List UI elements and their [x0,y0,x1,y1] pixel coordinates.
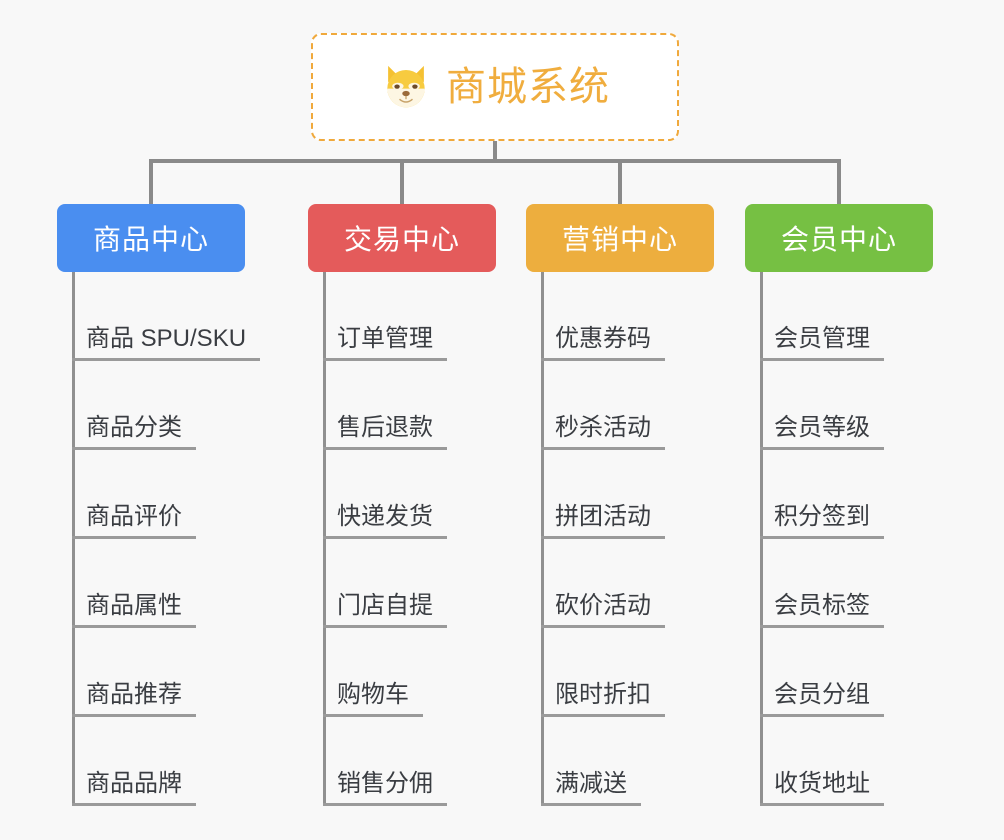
leaf-item[interactable]: 快递发货 [323,450,447,539]
leaf-label: 商品品牌 [72,770,196,806]
leaf-list-2: 订单管理 售后退款 快递发货 门店自提 购物车 销售分佣 [323,272,447,806]
branch-header-label-4: 会员中心 [780,224,897,255]
leaf-item[interactable]: 砍价活动 [541,539,665,628]
root-node[interactable]: 商城系统 [311,33,679,141]
leaf-list-4: 会员管理 会员等级 积分签到 会员标签 会员分组 收货地址 [760,272,884,806]
connector-drop-4 [837,159,841,204]
leaf-label: 订单管理 [323,325,447,361]
leaf-item[interactable]: 拼团活动 [541,450,665,539]
leaf-item[interactable]: 积分签到 [760,450,884,539]
leaf-item[interactable]: 会员分组 [760,628,884,717]
leaf-item[interactable]: 商品评价 [72,450,260,539]
leaf-list-3: 优惠券码 秒杀活动 拼团活动 砍价活动 限时折扣 满减送 [541,272,665,806]
branch-header-3[interactable]: 营销中心 [526,204,714,272]
branch-column-4: 会员中心 会员管理 会员等级 积分签到 会员标签 会员分组 收货地址 [745,204,933,806]
leaf-label: 商品 SPU/SKU [72,325,261,361]
leaf-item[interactable]: 门店自提 [323,539,447,628]
branch-column-2: 交易中心 订单管理 售后退款 快递发货 门店自提 购物车 销售分佣 [308,204,496,806]
branch-header-2[interactable]: 交易中心 [308,204,496,272]
leaf-item[interactable]: 订单管理 [323,272,447,361]
leaf-label: 门店自提 [323,592,447,628]
leaf-item[interactable]: 商品分类 [72,361,260,450]
leaf-item[interactable]: 优惠券码 [541,272,665,361]
leaf-label: 购物车 [323,681,423,717]
leaf-label: 会员等级 [760,414,884,450]
leaf-label: 拼团活动 [541,503,665,539]
leaf-item[interactable]: 商品推荐 [72,628,260,717]
leaf-label: 商品属性 [72,592,196,628]
leaf-label: 优惠券码 [541,325,665,361]
connector-drop-3 [618,159,622,204]
connector-drop-1 [149,159,153,204]
branch-header-label-3: 营销中心 [561,224,678,255]
leaf-item[interactable]: 会员管理 [760,272,884,361]
leaf-item[interactable]: 秒杀活动 [541,361,665,450]
leaf-item[interactable]: 售后退款 [323,361,447,450]
leaf-list-1: 商品 SPU/SKU 商品分类 商品评价 商品属性 商品推荐 商品品牌 [72,272,261,806]
leaf-item[interactable]: 满减送 [541,717,665,806]
branch-column-1: 商品中心 商品 SPU/SKU 商品分类 商品评价 商品属性 商品推荐 商品品牌 [57,204,261,806]
leaf-item[interactable]: 商品 SPU/SKU [72,272,261,361]
branch-header-label-1: 商品中心 [92,224,209,255]
leaf-label: 积分签到 [760,503,884,539]
leaf-item[interactable]: 收货地址 [760,717,884,806]
leaf-item[interactable]: 会员等级 [760,361,884,450]
leaf-label: 会员标签 [760,592,884,628]
leaf-label: 快递发货 [323,503,447,539]
leaf-label: 会员管理 [760,325,884,361]
leaf-label: 商品分类 [72,414,196,450]
leaf-item[interactable]: 限时折扣 [541,628,665,717]
leaf-label: 会员分组 [760,681,884,717]
branch-header-1[interactable]: 商品中心 [57,204,245,272]
leaf-item[interactable]: 会员标签 [760,539,884,628]
leaf-label: 商品推荐 [72,681,196,717]
root-title: 商城系统 [446,65,610,109]
leaf-label: 砍价活动 [541,592,665,628]
leaf-label: 售后退款 [323,414,447,450]
leaf-label: 限时折扣 [541,681,665,717]
branch-header-label-2: 交易中心 [343,224,460,255]
leaf-label: 满减送 [541,770,641,806]
connector-horizontal-bus [149,159,841,163]
branch-column-3: 营销中心 优惠券码 秒杀活动 拼团活动 砍价活动 限时折扣 满减送 [526,204,714,806]
connector-drop-2 [400,159,404,204]
leaf-item[interactable]: 购物车 [323,628,447,717]
leaf-item[interactable]: 商品属性 [72,539,260,628]
leaf-label: 秒杀活动 [541,414,665,450]
leaf-label: 收货地址 [760,770,884,806]
leaf-label: 销售分佣 [323,770,447,806]
leaf-item[interactable]: 销售分佣 [323,717,447,806]
connector-root-stem [493,141,497,163]
leaf-label: 商品评价 [72,503,196,539]
branch-header-4[interactable]: 会员中心 [745,204,933,272]
shiba-dog-face-icon [387,65,425,108]
leaf-item[interactable]: 商品品牌 [72,717,260,806]
